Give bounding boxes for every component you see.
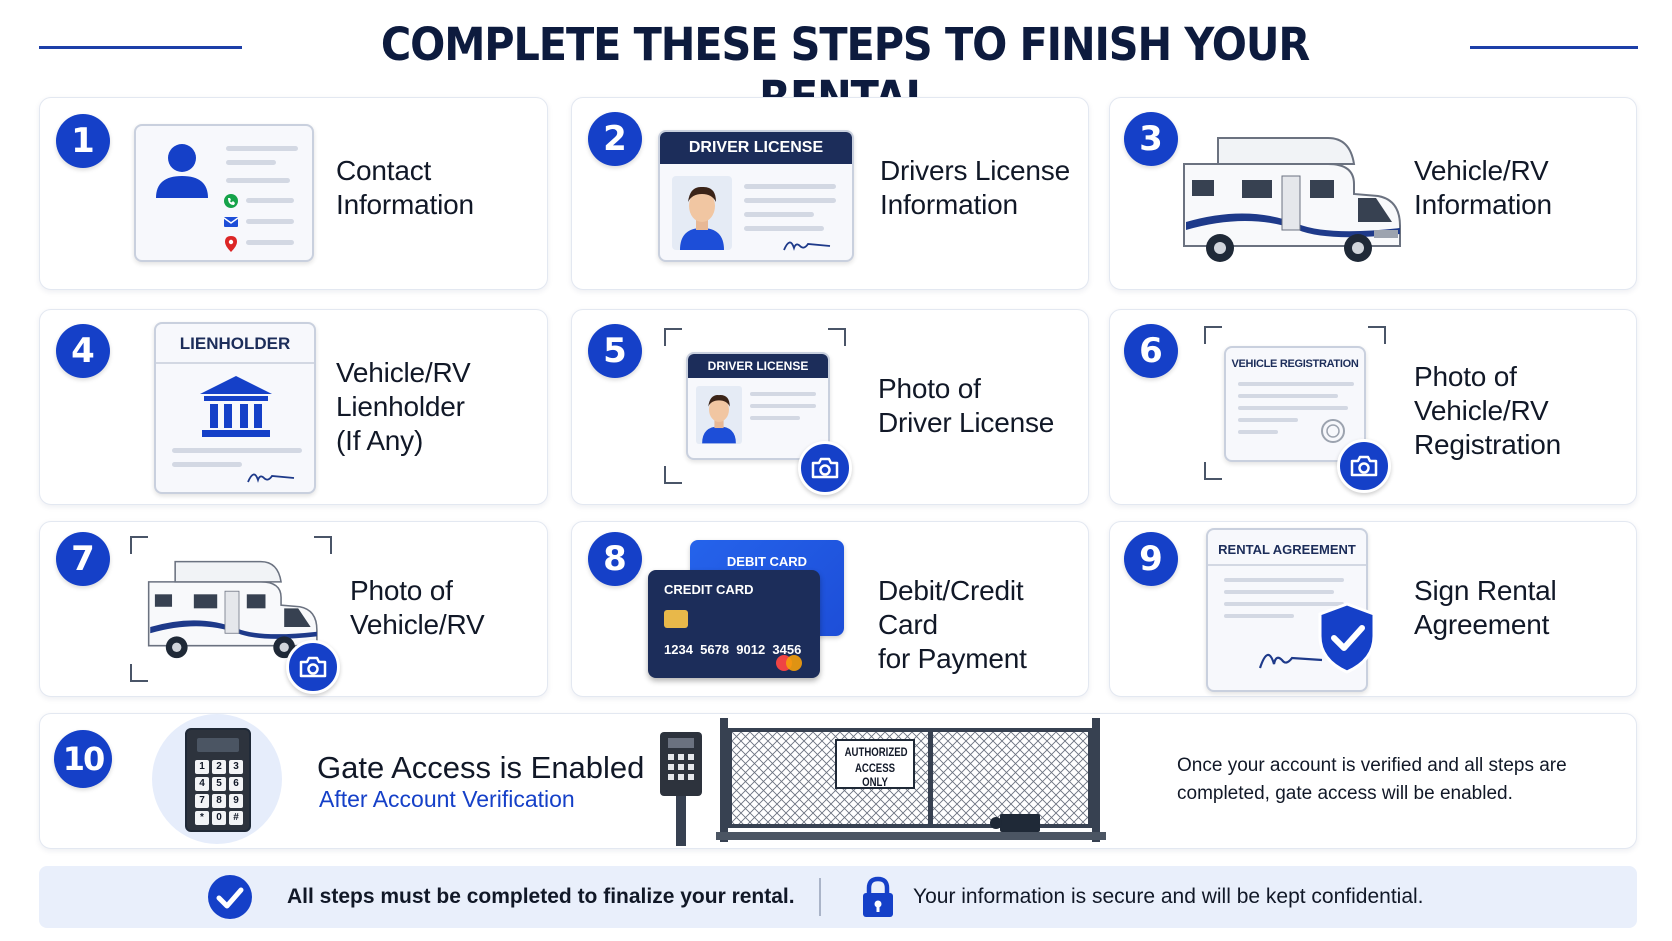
person-icon xyxy=(156,144,208,198)
lienholder-document-illustration: LIENHOLDER xyxy=(154,322,316,494)
rv-motorhome-illustration xyxy=(1183,137,1401,262)
keypad-key: 3 xyxy=(229,760,243,774)
header-rule-right xyxy=(1470,46,1638,49)
camera-icon xyxy=(811,457,839,479)
camera-icon xyxy=(1350,455,1378,477)
document-title: VEHICLE REGISTRATION xyxy=(1231,358,1359,370)
document-title: RENTAL AGREEMENT xyxy=(1218,542,1356,557)
face-icon xyxy=(680,186,724,250)
footer-completion-note: All steps must be completed to finalize … xyxy=(287,885,795,908)
seal-icon xyxy=(1321,419,1345,443)
step-number-badge: 7 xyxy=(56,532,110,586)
face-icon xyxy=(702,395,736,444)
keypad-key: 9 xyxy=(229,794,243,808)
keypad-key: 7 xyxy=(195,794,209,808)
phone-icon xyxy=(224,194,238,208)
keypad-key: 6 xyxy=(229,777,243,791)
bank-building-icon xyxy=(200,376,272,437)
step-number-badge: 10 xyxy=(54,730,112,788)
header: COMPLETE THESE STEPS TO FINISH YOUR RENT… xyxy=(0,14,1672,124)
keypad-key: 1 xyxy=(195,760,209,774)
step-number-badge: 5 xyxy=(588,324,642,378)
keypad-key: 5 xyxy=(212,777,226,791)
drivers-license-illustration: DRIVER LICENSE xyxy=(658,130,854,262)
rv-motorhome-illustration xyxy=(147,560,318,659)
gate-access-description: Once your account is verified and all st… xyxy=(1177,755,1567,804)
keypad-key: 8 xyxy=(212,794,226,808)
signature-icon xyxy=(783,241,831,251)
gate-sign-line2: ACCESS ONLY xyxy=(854,761,895,789)
lock-icon xyxy=(863,876,893,917)
signature-icon xyxy=(247,473,295,483)
email-icon xyxy=(224,217,238,227)
step-card-payment-card[interactable]: 8 DEBIT CARD CREDIT CARD 1234 5678 9012 … xyxy=(571,521,1089,697)
gate-sign-line1: AUTHORIZED xyxy=(844,745,908,759)
gate-access-title: Gate Access is Enabled xyxy=(317,750,645,785)
step-number-badge: 2 xyxy=(588,112,642,166)
license-photo-illustration: DRIVER LICENSE xyxy=(686,352,830,460)
check-circle-icon xyxy=(208,875,252,919)
keypad-key: # xyxy=(229,811,243,825)
signature-icon xyxy=(1258,653,1323,669)
shield-check-icon xyxy=(1318,602,1376,674)
chip-icon xyxy=(664,610,688,628)
location-pin-icon xyxy=(225,236,237,252)
step-number-badge: 9 xyxy=(1124,532,1178,586)
keypad-key: 4 xyxy=(195,777,209,791)
camera-button[interactable] xyxy=(798,441,852,495)
step-number-badge: 4 xyxy=(56,324,110,378)
keypad-key: 2 xyxy=(212,760,226,774)
credit-card-illustration: CREDIT CARD 1234 5678 9012 3456 xyxy=(648,570,820,678)
footer-security-note: Your information is secure and will be k… xyxy=(913,885,1424,908)
debit-card-label: DEBIT CARD xyxy=(726,554,808,569)
keypad-key: * xyxy=(195,811,209,825)
gate-illustration xyxy=(660,718,1106,846)
gate-access-subtitle: After Account Verification xyxy=(319,786,575,812)
license-photo xyxy=(672,176,732,250)
card-network-icon xyxy=(776,655,802,671)
step-number-badge: 6 xyxy=(1124,324,1178,378)
step-number-badge: 1 xyxy=(56,114,110,168)
card-number: 1234 5678 9012 3456 xyxy=(664,642,802,657)
credit-card-label: CREDIT CARD xyxy=(664,582,754,597)
header-rule-left xyxy=(39,46,242,49)
keypad-key: 0 xyxy=(212,811,226,825)
registration-document-illustration: VEHICLE REGISTRATION xyxy=(1224,346,1366,462)
camera-button[interactable] xyxy=(1337,439,1391,493)
license-header: DRIVER LICENSE xyxy=(688,354,828,378)
camera-icon xyxy=(299,656,327,678)
document-title: LIENHOLDER xyxy=(179,334,291,353)
footer-banner: All steps must be completed to finalize … xyxy=(39,866,1637,928)
step-number-badge: 8 xyxy=(588,532,642,586)
license-header: DRIVER LICENSE xyxy=(660,132,852,164)
contact-card-illustration xyxy=(134,124,314,262)
step-number-badge: 3 xyxy=(1124,112,1178,166)
camera-button[interactable] xyxy=(286,640,340,694)
